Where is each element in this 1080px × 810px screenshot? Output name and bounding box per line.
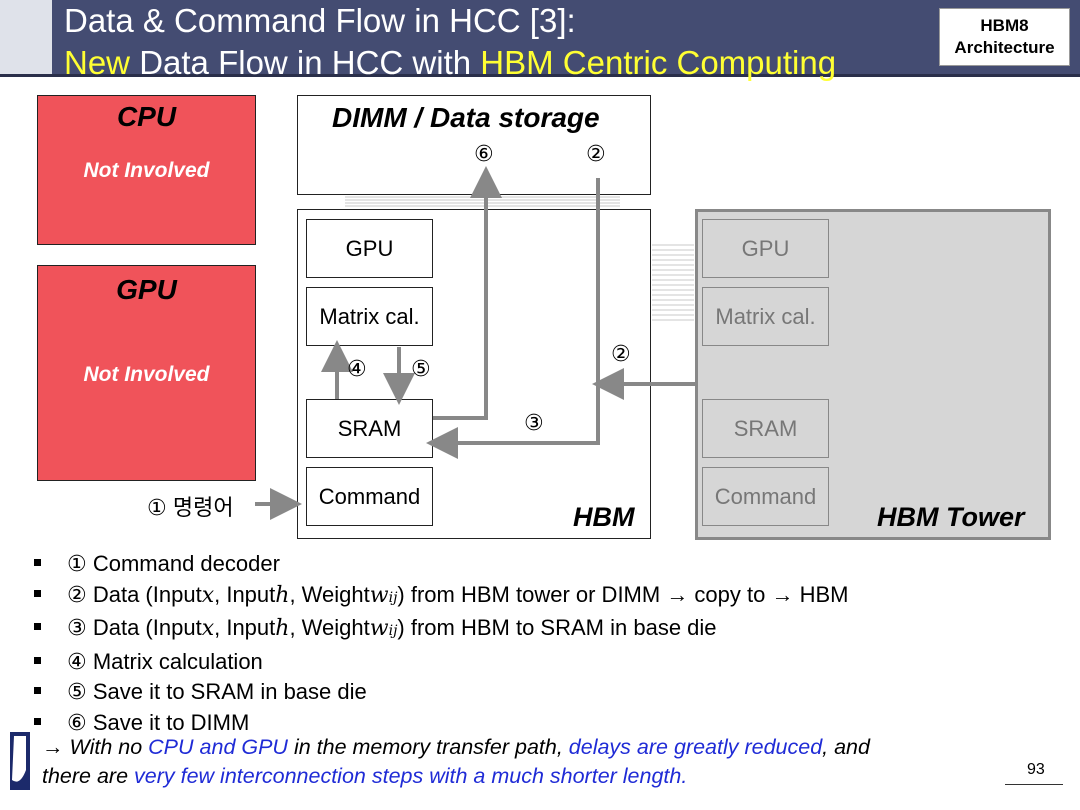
slide-title-line1: Data & Command Flow in HCC [3]: <box>64 2 576 39</box>
step-4-label: ④ <box>347 356 367 381</box>
page-number-underline <box>1005 784 1063 785</box>
cpu-title: CPU <box>116 101 177 132</box>
title-new: New <box>64 44 131 81</box>
conclusion-text: → With no CPU and GPU in the memory tran… <box>42 733 870 791</box>
step-6-label: ⑥ <box>474 141 494 166</box>
dimm-storage-title: DIMM / Data storage <box>332 102 600 133</box>
gpu-status: Not Involved <box>83 363 210 386</box>
page-number: 93 <box>1027 761 1045 778</box>
list-item: ① Command decoder <box>34 549 848 580</box>
step-5-label: ⑤ <box>411 356 431 381</box>
bullet-icon <box>34 687 41 694</box>
tower-command-block: Command <box>702 467 829 526</box>
step-3-label: ③ <box>524 410 544 435</box>
title-bar-underline <box>0 74 1080 77</box>
step-1-command-label: ① 명령어 <box>147 495 234 520</box>
step-2-label-right: ② <box>611 341 631 366</box>
bullet-icon <box>34 559 41 566</box>
step-2-label-top: ② <box>586 141 606 166</box>
cpu-status: Not Involved <box>83 159 210 182</box>
hbm-command-block: Command <box>306 467 433 526</box>
gpu-box: GPU Not Involved <box>37 265 256 481</box>
hbm-gpu-block: GPU <box>306 219 433 278</box>
tower-gpu-block: GPU <box>702 219 829 278</box>
list-item: ⑤ Save it to SRAM in base die <box>34 677 848 708</box>
lab-logo-icon <box>0 730 36 796</box>
hbm-label: HBM <box>573 502 635 532</box>
hbm-sram-block: SRAM <box>306 399 433 458</box>
bullet-icon <box>34 623 41 630</box>
gpu-title: GPU <box>116 274 177 305</box>
hbm-tower-interconnect <box>652 244 694 321</box>
title-middle: Data Flow in HCC with <box>130 44 481 81</box>
badge-line1: HBM8 <box>980 16 1029 35</box>
dimm-hbm-interconnect <box>345 196 620 207</box>
architecture-badge: HBM8 Architecture <box>939 8 1070 66</box>
conclusion-line1: → With no CPU and GPU in the memory tran… <box>42 735 870 759</box>
conclusion-line2: there are very few interconnection steps… <box>42 764 688 788</box>
cpu-box: CPU Not Involved <box>37 95 256 245</box>
slide-title-line2: New Data Flow in HCC with HBM Centric Co… <box>64 44 836 82</box>
bullet-icon <box>34 717 41 725</box>
bullet-icon <box>34 656 41 664</box>
hbm-matrix-block: Matrix cal. <box>306 287 433 346</box>
badge-line2: Architecture <box>954 38 1055 57</box>
title-hbm-centric: HBM Centric Computing <box>480 44 837 81</box>
list-item: ⑥ Save it to DIMM <box>34 708 848 739</box>
tower-sram-block: SRAM <box>702 399 829 458</box>
tower-matrix-block: Matrix cal. <box>702 287 829 346</box>
title-bar-accent <box>0 0 52 74</box>
step-description-list: ① Command decoder ② Data (Input x, Input… <box>34 549 848 738</box>
bullet-icon <box>34 589 41 597</box>
hbm-tower-label: HBM Tower <box>877 502 1025 532</box>
title-bar <box>0 0 1080 74</box>
list-item: ④ Matrix calculation <box>34 647 848 678</box>
